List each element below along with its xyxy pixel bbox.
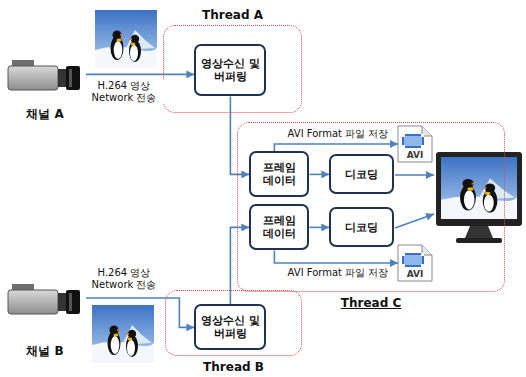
edge-label: H.264 영상 Network 전송	[84, 80, 164, 104]
camera-node: 채널 B	[4, 280, 86, 360]
penguin-picture	[92, 305, 154, 363]
box-label: 프레임 데이터	[255, 161, 303, 189]
box-label: 영상수신 및 버퍼링	[200, 57, 260, 85]
display-arrow	[395, 214, 434, 228]
camera-icon	[8, 284, 80, 314]
box-label: 디코딩	[345, 221, 378, 235]
avi-file-node: AVI	[398, 245, 432, 281]
thread-label: Thread B	[146, 360, 321, 374]
process-box: 영상수신 및 버퍼링	[194, 304, 266, 350]
avi-file-icon	[398, 245, 432, 281]
flow-arrow	[309, 174, 329, 176]
monitor	[436, 152, 522, 243]
process-box: 디코딩	[329, 207, 394, 247]
flow-arrow	[230, 227, 249, 304]
process-box: 프레임 데이터	[249, 204, 309, 250]
file-type-label: AVI	[407, 270, 424, 281]
channel-label: 채널 B	[26, 343, 63, 360]
box-label: 영상수신 및 버퍼링	[200, 314, 260, 342]
file-type-label: AVI	[407, 151, 424, 162]
box-label: 디코딩	[345, 168, 378, 182]
edge-label: AVI Format 파일 저장	[282, 267, 394, 279]
thread-region: Thread B영상수신 및 버퍼링	[165, 290, 302, 356]
penguin-picture	[95, 10, 157, 68]
edge-label: H.264 영상 Network 전송	[84, 267, 164, 291]
flow-arrow	[86, 298, 194, 327]
thread-region: Thread A영상수신 및 버퍼링	[163, 25, 302, 113]
flow-arrow	[274, 144, 398, 151]
thread-label: Thread C	[218, 296, 524, 310]
flow-arrow	[86, 74, 194, 76]
avi-file-icon	[398, 126, 432, 162]
edge-label: AVI Format 파일 저장	[282, 128, 394, 140]
camera-node: 채널 A	[4, 55, 86, 123]
flow-arrow	[309, 227, 329, 229]
flow-arrow	[274, 250, 398, 263]
flow-arrow	[230, 96, 249, 174]
thread-label: Thread A	[144, 8, 321, 22]
monitor-screen	[441, 157, 517, 219]
process-box: 영상수신 및 버퍼링	[194, 44, 266, 96]
display-arrow	[395, 174, 434, 176]
process-box: 프레임 데이터	[249, 151, 309, 197]
box-label: 프레임 데이터	[255, 214, 303, 242]
camera-icon	[8, 60, 80, 90]
avi-file-node: AVI	[398, 126, 432, 162]
channel-label: 채널 A	[26, 106, 63, 123]
process-box: 디코딩	[329, 154, 394, 194]
